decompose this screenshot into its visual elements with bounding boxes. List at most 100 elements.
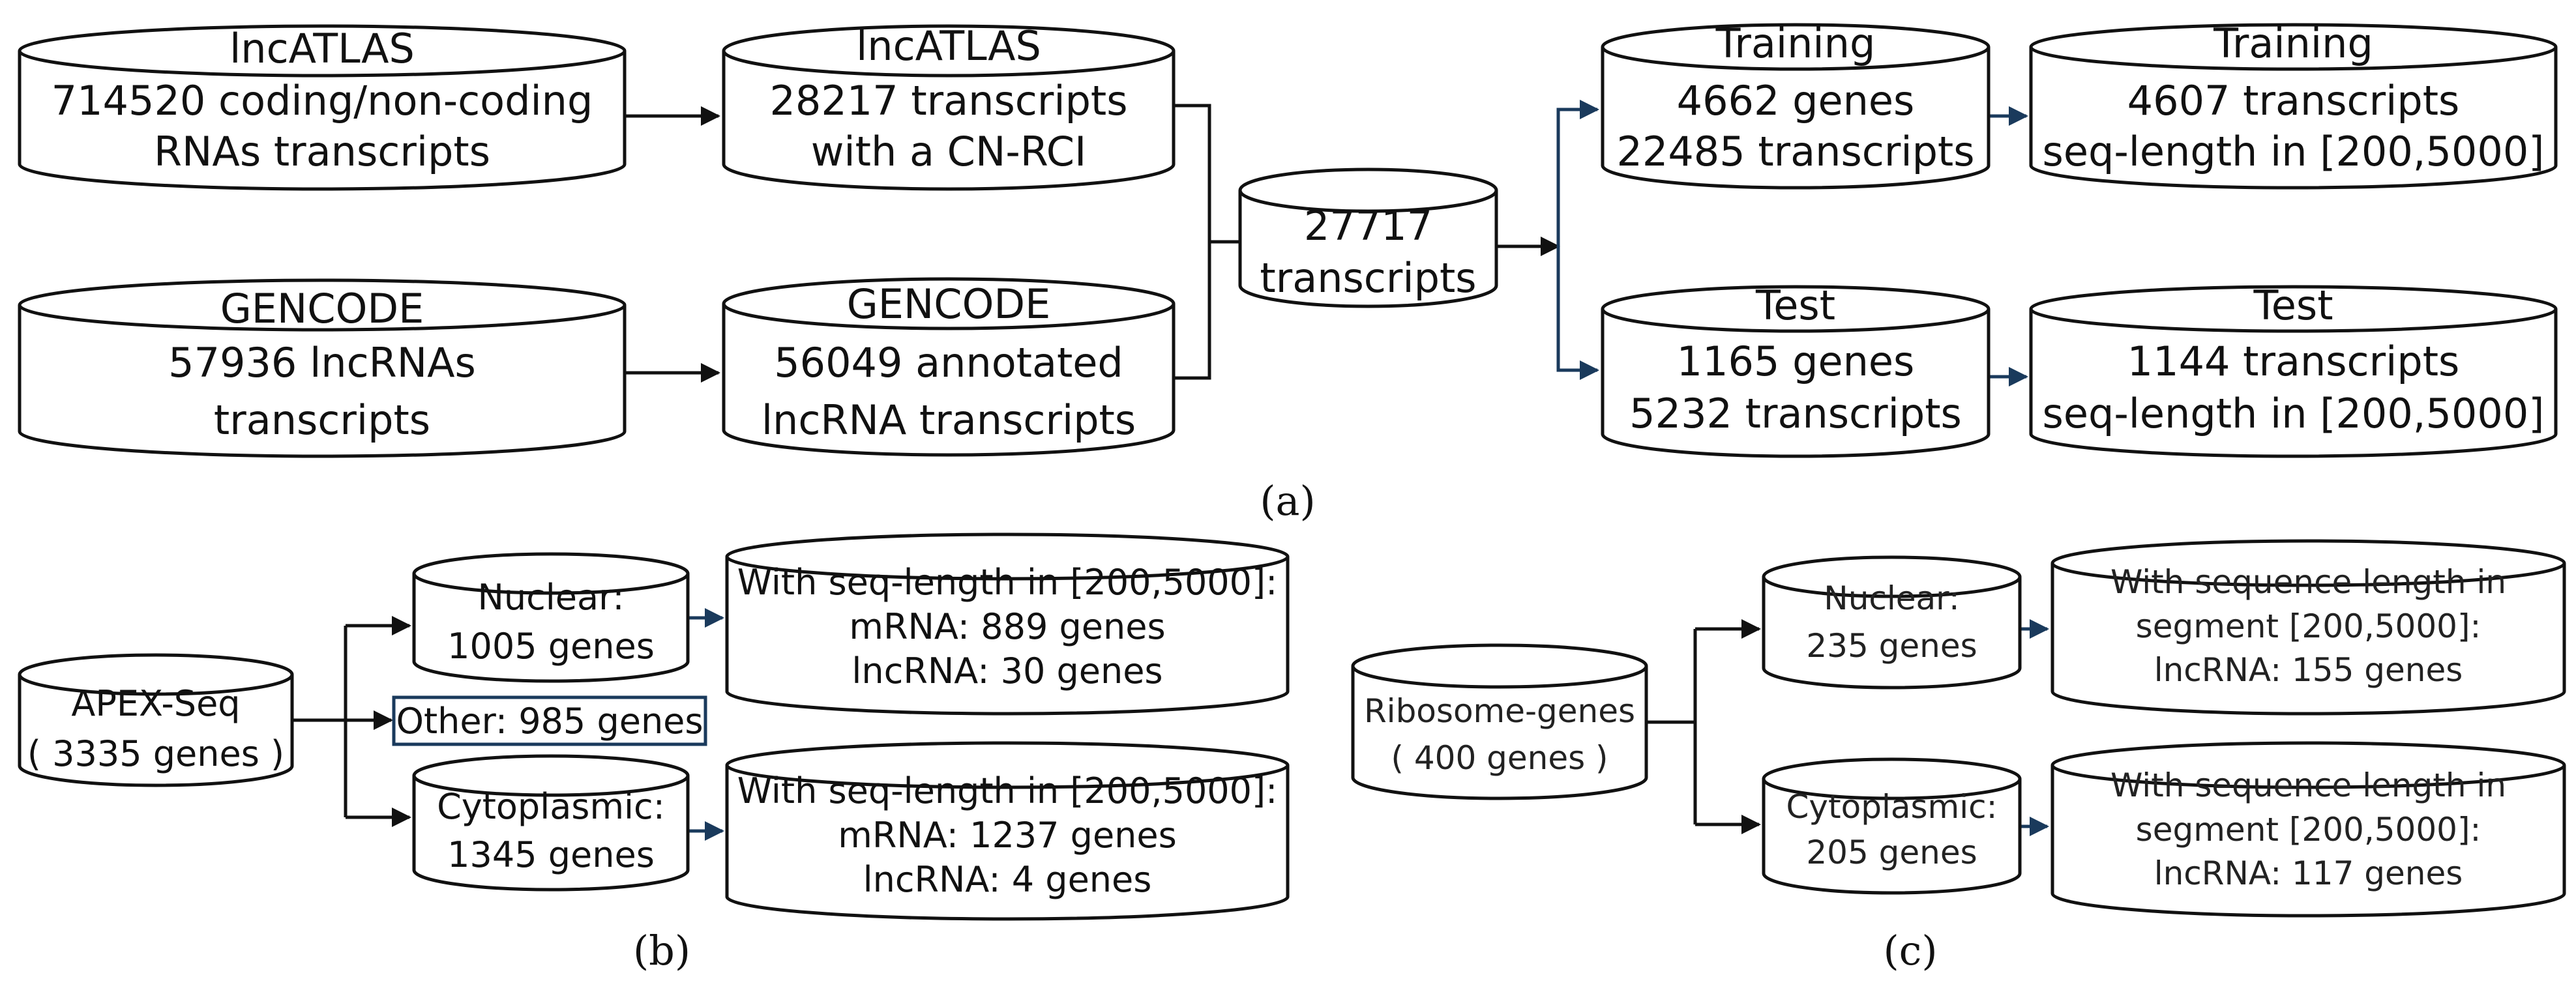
merged-transcripts-label-2: transcripts xyxy=(1260,254,1476,302)
panel-c-connectors xyxy=(1646,619,2049,836)
cytoplasmic-b-node: Cytoplasmic: 1345 genes xyxy=(412,754,690,892)
nuclear-c-node: Nuclear: 235 genes xyxy=(1762,555,2022,690)
cyto-result-b-cylinder-body xyxy=(725,765,1290,921)
apex-seq-cylinder-top xyxy=(18,653,294,696)
caption-c: (c) xyxy=(1883,927,1937,974)
cyto-result-c-label-3: lncRNA: 117 genes xyxy=(2154,854,2463,892)
training-final-label-3: seq-length in [200,5000] xyxy=(2043,128,2545,175)
cytoplasmic-c-node: Cytoplasmic:205 genes xyxy=(1762,757,2022,895)
merged-transcripts-cylinder-body xyxy=(1238,190,1498,308)
gencode-filtered-label-2: 56049 annotated xyxy=(774,339,1123,386)
nuclear-b-label-1: Nuclear: xyxy=(477,577,624,618)
cyto-result-b-label-3: lncRNA: 4 genes xyxy=(863,859,1152,900)
nuclear-result-c-label-3: lncRNA: 155 genes xyxy=(2154,651,2463,689)
nuclear-c-cylinder-top xyxy=(1762,555,2022,598)
lncatlas-filtered-cylinder-top xyxy=(722,24,1176,78)
cyto-result-b-node: With seq-length in [200,5000]:mRNA: 1237… xyxy=(725,741,1290,921)
training-genes-cylinder-body xyxy=(1601,47,1991,190)
cyto-result-c-node: With sequence length in segment [200,5000… xyxy=(2050,741,2566,918)
gencode-source-label-3: transcripts xyxy=(214,396,430,444)
training-genes-label-2: 4662 genes xyxy=(1677,77,1915,124)
merged-transcripts-cylinder-top xyxy=(1238,167,1498,213)
training-genes-label-3: 22485 transcripts xyxy=(1616,128,1974,175)
gencode-source-label-1: GENCODE xyxy=(220,285,424,332)
cyto-result-c-label-1: With sequence length in xyxy=(2110,766,2506,804)
gencode-source-node: GENCODE 57936 lncRNAs transcripts xyxy=(18,278,627,458)
ribosome-genes-cylinder-body xyxy=(1351,666,1648,800)
nuclear-c-label-2: 235 genes xyxy=(1806,627,1977,665)
nuclear-result-c-label-2: segment [200,5000]: xyxy=(2136,607,2481,645)
lncatlas-source-label-2: 714520 coding/non-coding xyxy=(52,77,593,124)
test-genes-label-1: Test xyxy=(1755,282,1835,329)
nuclear-b-cylinder-body xyxy=(412,574,690,683)
gencode-filtered-node: GENCODE 56049 annotated lncRNA transcripts xyxy=(722,277,1176,457)
cytoplasmic-b-cylinder-body xyxy=(412,776,690,892)
nuclear-b-cylinder-top xyxy=(412,552,690,595)
test-genes-node: Test 1165 genes 5232 transcripts xyxy=(1601,282,1991,458)
nuclear-result-c-cylinder-body xyxy=(2050,563,2566,716)
cyto-result-c-cylinder-body xyxy=(2050,765,2566,918)
panel-a-connectors xyxy=(625,100,2028,386)
gencode-filtered-label-3: lncRNA transcripts xyxy=(762,396,1136,444)
apex-seq-label-1: APEX-Seq xyxy=(71,683,240,724)
cyto-result-b-cylinder-top xyxy=(725,741,1290,789)
cyto-result-b-label-1: With seq-length in [200,5000]: xyxy=(737,770,1278,811)
lncatlas-filtered-label-2: 28217 transcripts xyxy=(769,77,1127,124)
test-genes-label-2: 1165 genes xyxy=(1677,338,1915,385)
training-final-label-1: Training xyxy=(2213,20,2373,67)
cytoplasmic-b-cylinder-top xyxy=(412,754,690,797)
nuclear-result-c-cylinder-top xyxy=(2050,539,2566,587)
nuclear-c-cylinder-body xyxy=(1762,577,2022,690)
cyto-result-b-label-2: mRNA: 1237 genes xyxy=(838,815,1177,856)
ribosome-genes-label-1: Ribosome-genes xyxy=(1364,692,1635,730)
gencode-source-cylinder-body xyxy=(18,305,627,458)
training-genes-cylinder-top xyxy=(1601,23,1991,71)
training-final-cylinder-body xyxy=(2029,47,2558,190)
cytoplasmic-c-cylinder-body xyxy=(1762,779,2022,895)
training-genes-label-1: Training xyxy=(1715,20,1876,67)
lncatlas-filtered-label-3: with a CN-RCI xyxy=(811,128,1087,175)
training-final-label-2: 4607 transcripts xyxy=(2127,77,2460,124)
lncatlas-source-cylinder-body xyxy=(18,51,627,191)
test-genes-label-3: 5232 transcripts xyxy=(1629,390,1962,437)
cytoplasmic-b-label-1: Cytoplasmic: xyxy=(437,786,665,827)
test-final-label-3: seq-length in [200,5000] xyxy=(2043,390,2545,437)
gencode-source-label-2: 57936 lncRNAs xyxy=(168,339,476,386)
cyto-result-c-label-2: segment [200,5000]: xyxy=(2136,811,2481,849)
nuclear-c-label-1: Nuclear: xyxy=(1824,579,1959,617)
gencode-filtered-cylinder-body xyxy=(722,304,1176,457)
nuclear-result-b-cylinder-top xyxy=(725,532,1290,581)
test-final-label-2: 1144 transcripts xyxy=(2127,338,2460,385)
other-box xyxy=(392,695,707,746)
ribosome-genes-cylinder-top xyxy=(1351,643,1648,689)
nuclear-result-b-cylinder-body xyxy=(725,557,1290,716)
lncatlas-source-label-3: RNAs transcripts xyxy=(154,128,490,175)
apex-seq-label-2: ( 3335 genes ) xyxy=(27,733,284,774)
cytoplasmic-b-label-2: 1345 genes xyxy=(447,834,655,875)
caption-a: (a) xyxy=(1260,477,1315,525)
caption-b: (b) xyxy=(633,927,690,974)
nuclear-b-label-2: 1005 genes xyxy=(447,626,655,667)
test-final-node: Test 1144 transcripts seq-length in [200,5… xyxy=(2029,282,2558,458)
gencode-filtered-label-1: GENCODE xyxy=(847,280,1051,328)
nuclear-result-b-label-1: With seq-length in [200,5000]: xyxy=(737,562,1278,603)
merged-transcripts-label-1: 27717 xyxy=(1304,202,1432,250)
test-genes-cylinder-top xyxy=(1601,285,1991,333)
apex-seq-cylinder-body xyxy=(18,675,294,787)
test-final-label-1: Test xyxy=(2253,282,2333,329)
test-final-cylinder-body xyxy=(2029,309,2558,458)
nuclear-b-node: Nuclear: 1005 genes xyxy=(412,552,690,683)
arrow-to-test xyxy=(1556,246,1599,380)
other-label: Other: 985 genes xyxy=(396,701,703,742)
arrow-to-training xyxy=(1556,100,1599,246)
lncatlas-filtered-cylinder-body xyxy=(722,51,1176,191)
cytoplasmic-c-label-2: 205 genes xyxy=(1806,834,1977,871)
